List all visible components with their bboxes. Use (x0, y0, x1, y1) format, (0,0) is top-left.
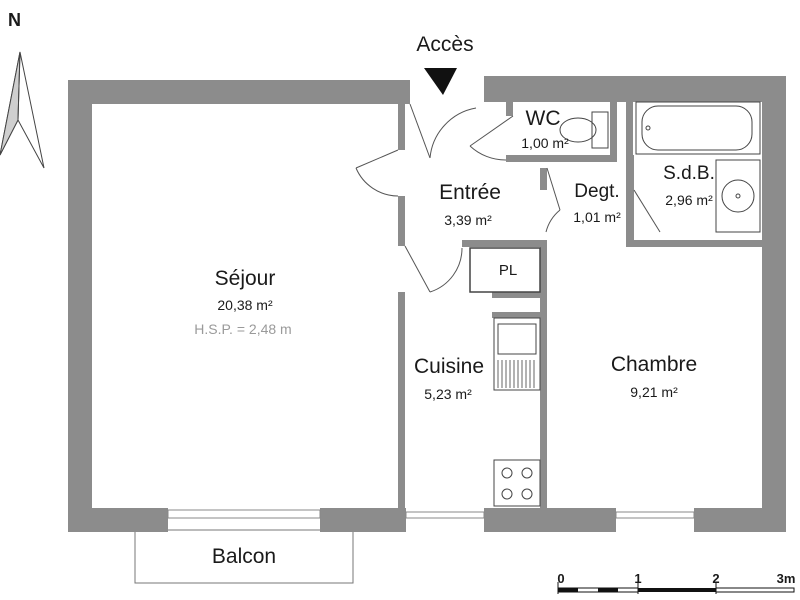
balcony-outline (134, 529, 354, 584)
sejour-name: Séjour (214, 267, 276, 290)
north-arrow-icon (0, 51, 45, 169)
pl-name: PL (498, 262, 518, 279)
balcon-name: Balcon (211, 545, 277, 568)
washbasin-icon (715, 159, 761, 233)
cooktop-icon (493, 459, 541, 507)
entrance-arrow-icon (424, 68, 457, 95)
sdb-area: 2,96 m² (665, 192, 713, 208)
scale-label-1: 1 (634, 571, 642, 586)
chambre-name: Chambre (610, 353, 698, 376)
wc-area: 1,00 m² (521, 135, 569, 151)
scale-label-2: 2 (712, 571, 720, 586)
north-label: N (8, 10, 21, 30)
kitchen-sink-icon (493, 317, 541, 391)
interior-walls (398, 102, 762, 508)
toilet-icon (559, 111, 609, 149)
scale-label-0: 0 (557, 571, 565, 586)
pl-closet (469, 247, 541, 293)
outer-walls (68, 76, 786, 532)
bathtub-icon (635, 101, 761, 155)
sejour-area: 20,38 m² (217, 297, 273, 313)
doors (355, 103, 661, 293)
degt-name: Degt. (574, 181, 620, 202)
entree-area: 3,39 m² (444, 212, 492, 228)
wc-name: WC (525, 107, 561, 130)
chambre-area: 9,21 m² (630, 384, 678, 400)
sejour-ceiling-height: H.S.P. = 2,48 m (194, 321, 292, 337)
cuisine-area: 5,23 m² (424, 386, 472, 402)
entree-name: Entrée (439, 181, 501, 204)
scale-label-3: 3m (776, 571, 796, 586)
scale-bar (557, 582, 795, 594)
entrance-label: Accès (416, 33, 474, 56)
cuisine-name: Cuisine (413, 355, 485, 378)
sdb-name: S.d.B. (663, 163, 715, 184)
degt-area: 1,01 m² (573, 209, 621, 225)
windows (167, 509, 695, 519)
